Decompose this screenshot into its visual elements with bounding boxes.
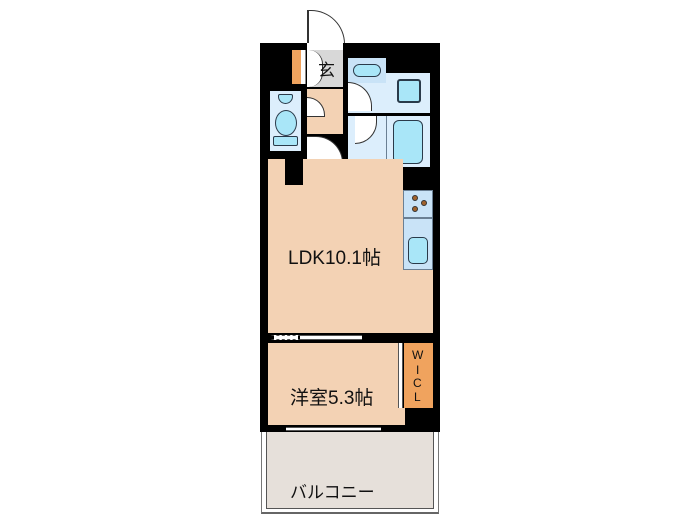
balcony [266, 432, 434, 509]
bathtub [393, 120, 423, 164]
burner-1 [412, 195, 418, 201]
washbasin [353, 64, 381, 77]
balcony-window-right [333, 427, 381, 431]
toilet-tank [273, 136, 298, 146]
ldk-room-lower [268, 270, 433, 334]
wic-label-c: C [413, 376, 422, 390]
ldk-pillar [285, 159, 303, 185]
wic-label-w: W [412, 348, 424, 362]
entrance-opening [307, 43, 343, 51]
entrance-inner-door [307, 50, 323, 87]
shoe-cabinet [292, 50, 301, 84]
balcony-window-left [286, 427, 334, 431]
wic-label-i: I [416, 363, 420, 377]
balcony-label: バルコニー [290, 483, 375, 502]
entry-door-swing [307, 10, 345, 44]
walk-in-closet [404, 343, 433, 408]
toilet-sink [278, 94, 293, 104]
wic-sliding-door [398, 343, 403, 408]
kitchen-sink [408, 237, 428, 264]
sliding-door-1 [271, 335, 301, 340]
shoe-cabinet-edge [301, 50, 306, 84]
wic-label-l: L [414, 390, 421, 404]
kitchen-stove [403, 190, 433, 218]
burner-3 [412, 206, 418, 212]
western-room-notch [398, 408, 405, 425]
toilet-bowl [275, 110, 297, 136]
sliding-door-3 [332, 335, 362, 340]
burner-2 [421, 200, 427, 206]
ldk-label: LDK10.1帖 [288, 248, 381, 269]
western-room [268, 343, 399, 425]
sliding-door-2 [300, 335, 332, 340]
entry-door-leaf [307, 10, 309, 44]
ldk-door-clear [307, 159, 343, 163]
bath-divider [386, 116, 387, 167]
washing-machine [397, 79, 421, 103]
entrance-label: 玄 [318, 61, 335, 80]
western-room-label: 洋室5.3帖 [290, 388, 374, 409]
